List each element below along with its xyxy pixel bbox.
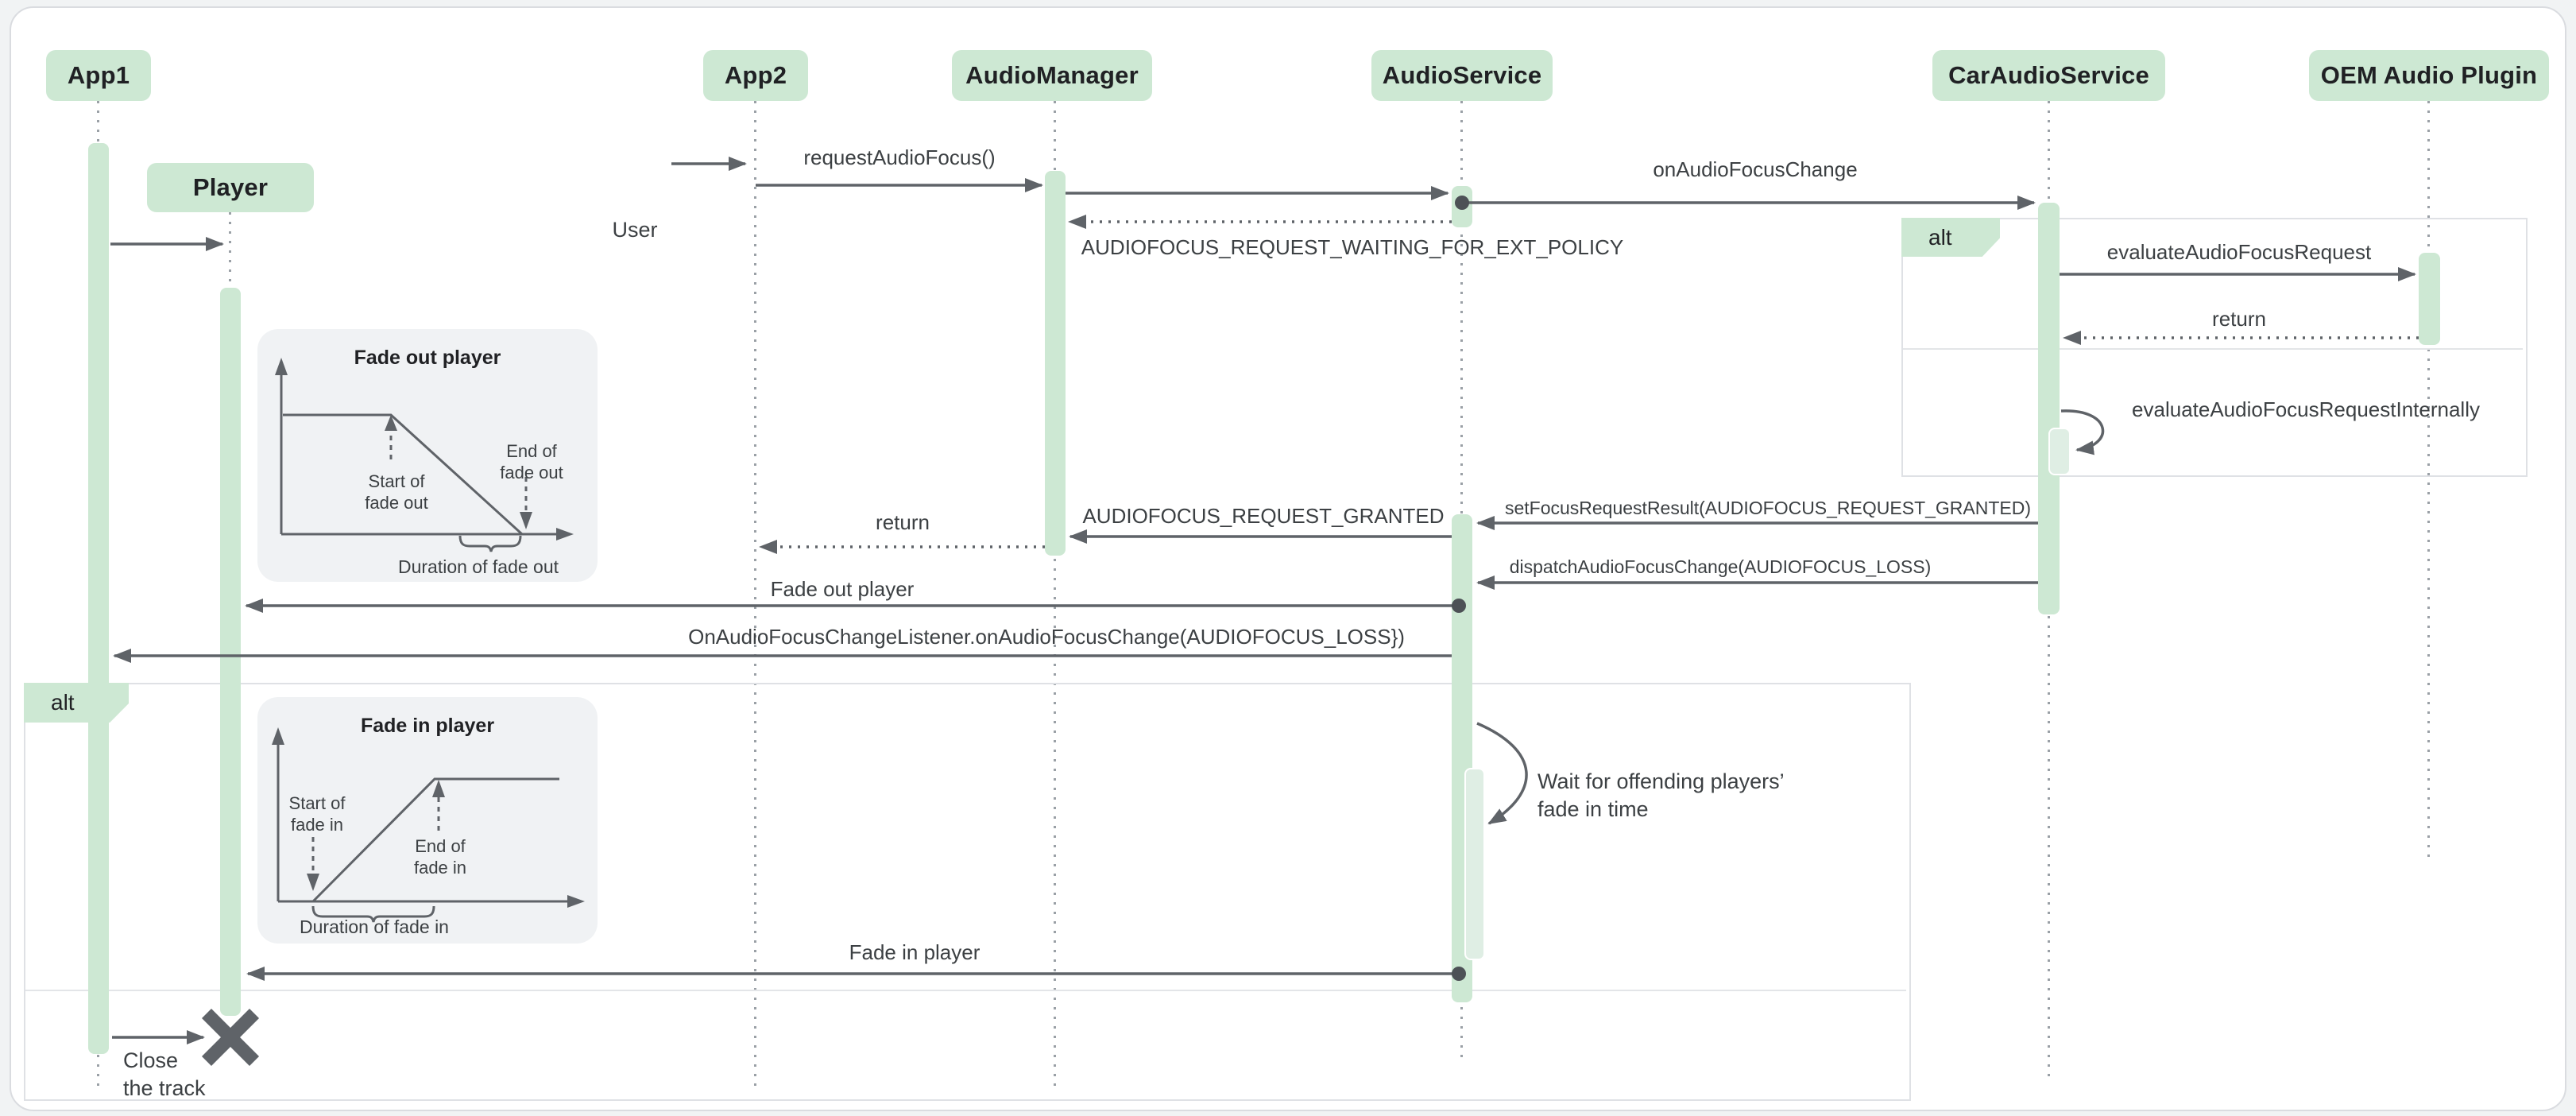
connector-evaluate-internally-self bbox=[2060, 409, 2105, 455]
msg-waiting-for-ext-policy: AUDIOFOCUS_REQUEST_WAITING_FOR_EXT_POLIC… bbox=[1081, 235, 1624, 259]
participant-oem-audio-plugin: OEM Audio Plugin bbox=[2309, 50, 2549, 101]
activation-caraudioservice-internal bbox=[2048, 428, 2071, 475]
activation-player bbox=[220, 288, 241, 1016]
x-destroy-icon bbox=[201, 1008, 260, 1067]
connector-wait-self-loop bbox=[1476, 722, 1528, 825]
fade-out-duration-label: Duration of fade out bbox=[397, 556, 559, 577]
activation-app1 bbox=[88, 143, 109, 1054]
alt-left-tab-label: alt bbox=[51, 690, 75, 715]
alt-fragment-left bbox=[24, 683, 1911, 1101]
fade-out-title: Fade out player bbox=[354, 347, 501, 369]
participant-audioservice: AudioService bbox=[1371, 50, 1553, 101]
msg-return-to-app2: return bbox=[876, 510, 930, 534]
sync-dot-fade-in bbox=[1452, 967, 1466, 981]
msg-on-change-listener: OnAudioFocusChangeListener.onAudioFocusC… bbox=[688, 625, 1405, 649]
fade-out-chart bbox=[275, 358, 574, 552]
participant-audiomanager: AudioManager bbox=[952, 50, 1152, 101]
sync-dot-fade-out bbox=[1452, 599, 1466, 613]
participant-app1: App1 bbox=[46, 50, 151, 101]
activation-audiomanager bbox=[1045, 171, 1066, 556]
alt-right-divider bbox=[1903, 348, 2523, 350]
fade-in-start-label: Start of fade in bbox=[288, 793, 346, 835]
msg-evaluate-internally: evaluateAudioFocusRequestInternally bbox=[2132, 397, 2480, 421]
wait-note: Wait for offending players’ fade in time bbox=[1537, 769, 1785, 821]
msg-evaluate-request: evaluateAudioFocusRequest bbox=[2106, 240, 2372, 264]
msg-request-granted: AUDIOFOCUS_REQUEST_GRANTED bbox=[1082, 504, 1445, 528]
fade-in-chart bbox=[272, 727, 585, 923]
msg-request-audio-focus: requestAudioFocus() bbox=[803, 145, 996, 169]
fade-in-title: Fade in player bbox=[360, 715, 495, 737]
user-label: User bbox=[612, 218, 658, 242]
activation-oem bbox=[2419, 253, 2440, 345]
fade-out-end-label: End of fade out bbox=[500, 441, 563, 482]
fade-in-duration-label: Duration of fade in bbox=[300, 916, 449, 937]
alt-left-tab: alt bbox=[24, 683, 129, 723]
participant-caraudioservice: CarAudioService bbox=[1932, 50, 2165, 101]
fade-out-start-label: Start of fade out bbox=[365, 471, 428, 513]
msg-evaluate-return: return bbox=[2212, 307, 2266, 331]
alt-right-tab-label: alt bbox=[1928, 224, 1952, 250]
fade-in-end-label: End of fade in bbox=[413, 836, 467, 878]
msg-fade-out-player: Fade out player bbox=[770, 577, 915, 601]
fade-out-inset: Fade out player Start of fade out End of… bbox=[257, 329, 598, 582]
participant-app2: App2 bbox=[703, 50, 808, 101]
activation-caraudioservice bbox=[2038, 203, 2060, 614]
alt-right-tab: alt bbox=[1901, 218, 2000, 257]
alt-left-divider bbox=[25, 990, 1906, 991]
msg-set-focus-request-result: setFocusRequestResult(AUDIOFOCUS_REQUEST… bbox=[1504, 498, 2032, 518]
msg-dispatch-focus-change: dispatchAudioFocusChange(AUDIOFOCUS_LOSS… bbox=[1509, 556, 1932, 577]
participant-player: Player bbox=[147, 163, 314, 212]
sync-dot-on-audio-focus-change bbox=[1455, 196, 1469, 210]
msg-on-audio-focus-change: onAudioFocusChange bbox=[1653, 157, 1858, 181]
close-track-note: Close the track bbox=[123, 1048, 206, 1100]
alt-fragment-right bbox=[1901, 218, 2528, 477]
activation-audioservice-wait bbox=[1464, 768, 1485, 960]
msg-fade-in-player: Fade in player bbox=[849, 940, 981, 964]
fade-in-inset: Fade in player Start of fade in End of f… bbox=[257, 697, 598, 944]
user-shield-icon bbox=[612, 135, 659, 200]
